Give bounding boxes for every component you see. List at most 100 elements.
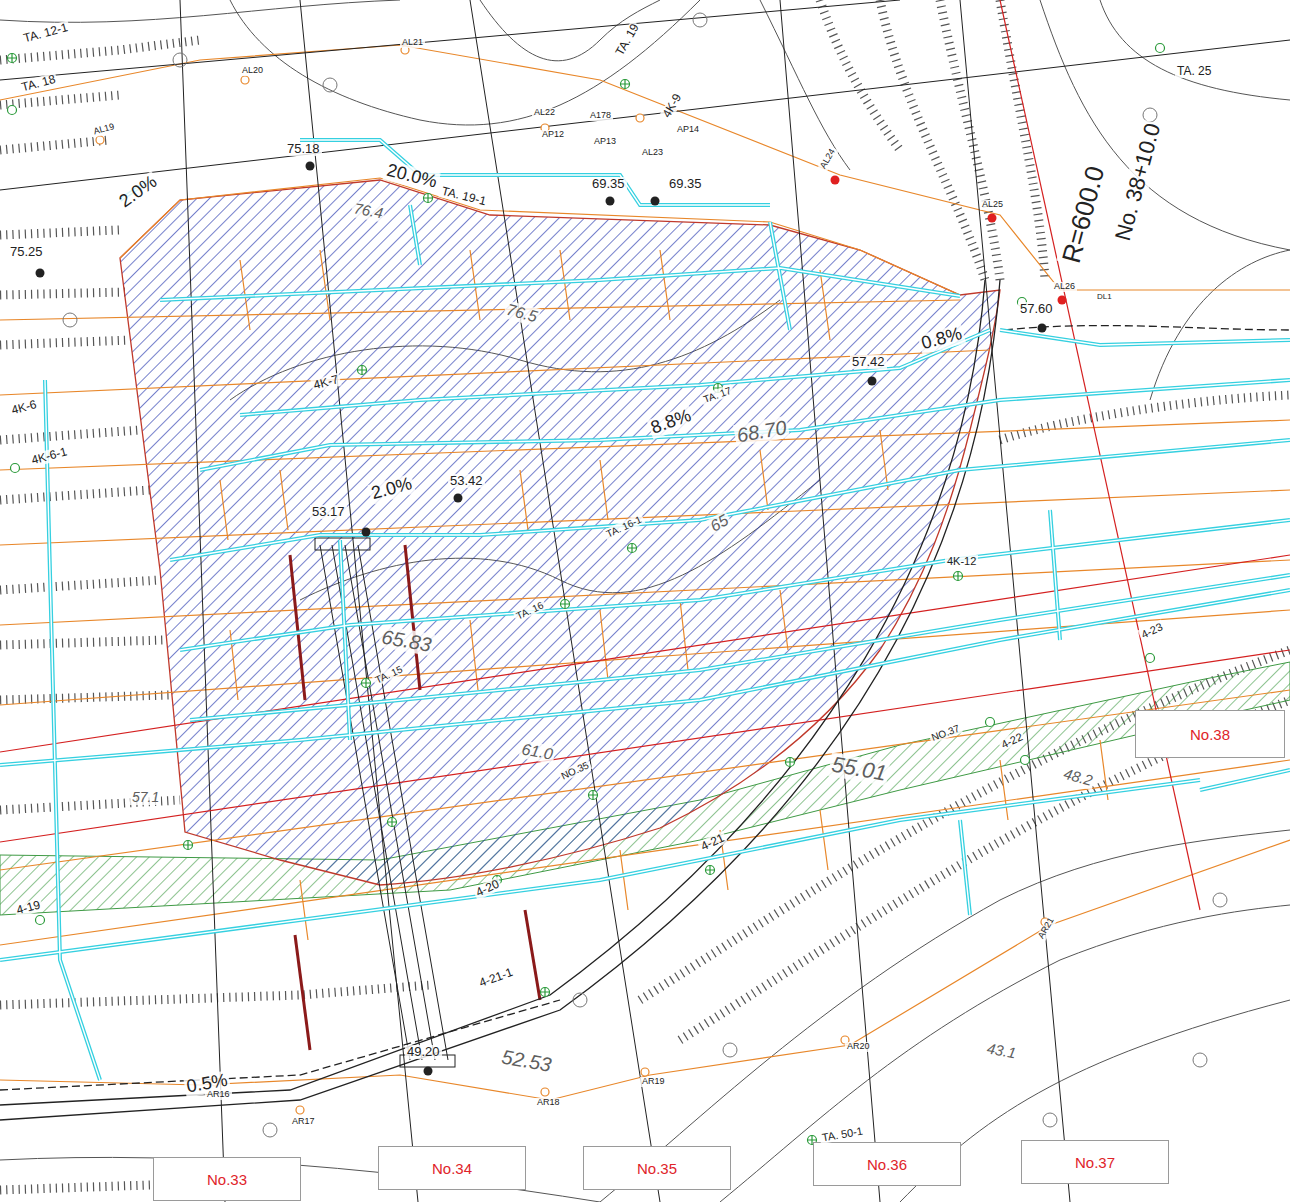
station-label: No.34	[432, 1160, 472, 1177]
plan-annotation: 4K-6	[8, 398, 40, 418]
red-points	[831, 176, 1067, 305]
red-line	[0, 650, 1290, 842]
road-curve	[0, 280, 1290, 1120]
survey-points	[96, 46, 1049, 1114]
survey-point	[96, 136, 104, 144]
survey-point	[241, 76, 249, 84]
plan-annotation: 4-21	[697, 831, 728, 855]
culvert-head	[315, 538, 370, 550]
plan-annotation: TA. 17	[700, 384, 735, 406]
station-box: No.35	[583, 1146, 731, 1190]
slope-hatch	[0, 985, 430, 1005]
plan-annotation: 4K-7	[310, 373, 342, 393]
elevation-point	[424, 1067, 433, 1076]
tree-symbol	[263, 1123, 277, 1137]
plan-annotation: 68.70	[733, 416, 790, 447]
plan-annotation: AL25	[980, 200, 1005, 210]
slope-hatch	[0, 430, 140, 440]
plan-annotation: AP13	[592, 137, 618, 147]
red-point	[831, 176, 840, 185]
plan-annotation: AL21	[400, 38, 425, 48]
plan-annotation: 52.53	[498, 1045, 555, 1076]
plan-annotation: 65.83	[378, 625, 435, 656]
plan-annotation: 75.18	[285, 142, 322, 156]
station-box: No.34	[378, 1146, 526, 1190]
plan-annotation: NO.35	[558, 759, 592, 783]
contour	[720, 905, 1290, 1202]
survey-point	[641, 1068, 649, 1076]
plan-annotation: TA. 25	[1175, 65, 1213, 78]
contour	[230, 0, 700, 125]
benchmark	[986, 718, 995, 727]
plan-annotation: 4K-9	[659, 90, 685, 122]
elevation-point	[362, 528, 371, 537]
plan-annotation: 43.1	[984, 1040, 1020, 1062]
plan-annotation: AL26	[1052, 282, 1077, 292]
plan-annotation: 49.20	[405, 1045, 442, 1059]
plan-annotation: AR17	[290, 1117, 317, 1127]
elevation-point	[868, 377, 877, 386]
red-lines	[0, 0, 1290, 910]
plan-annotation: 4-20	[472, 877, 503, 901]
elevation-point	[36, 269, 45, 278]
station-line	[960, 0, 1070, 1202]
plan-annotation: TA. 19	[612, 20, 643, 60]
survey-point	[541, 1088, 549, 1096]
elevation-points	[36, 162, 1047, 1076]
plan-annotation: TA. 16	[513, 599, 547, 623]
plan-annotation: 0.8%	[917, 324, 966, 355]
tree-symbol	[573, 993, 587, 1007]
plan-annotation: AL20	[240, 66, 265, 76]
tree-symbol	[693, 13, 707, 27]
tree-symbol	[723, 1043, 737, 1057]
station-line	[180, 0, 225, 1202]
berm-line	[0, 490, 1290, 545]
plan-annotation: 4K-12	[945, 555, 978, 567]
station-label: No.38	[1190, 726, 1230, 743]
plan-annotation: 75.25	[8, 245, 45, 259]
plan-annotation: AR19	[640, 1077, 667, 1087]
slope-hatch	[0, 292, 125, 295]
plan-annotation: 4K-6-1	[28, 445, 70, 468]
boundary-line	[0, 840, 1290, 1100]
berm-line	[0, 690, 1290, 870]
plan-annotation: 65	[706, 510, 734, 536]
tree-symbol	[323, 78, 337, 92]
elevation-point	[651, 197, 660, 206]
slope-hatch	[1000, 0, 1045, 280]
plan-annotation: AR18	[535, 1098, 562, 1108]
red-line	[0, 555, 1290, 752]
drain-channel-inner	[0, 140, 1290, 1080]
plan-annotation: AP14	[675, 125, 701, 135]
plan-annotation: 53.42	[448, 474, 485, 488]
contour	[760, 0, 850, 170]
orange-lines	[0, 45, 1290, 1100]
contour	[1100, 0, 1290, 100]
plan-annotation: 76.4	[351, 200, 387, 222]
benchmark-cross	[8, 54, 963, 1145]
tree-symbol	[173, 53, 187, 67]
slope-hatch	[0, 340, 130, 345]
station-label: No.36	[867, 1156, 907, 1173]
grid-line	[0, 0, 900, 80]
plan-annotation: TA. 12-1	[20, 21, 71, 46]
plan-annotation: AP12	[540, 130, 566, 140]
plan-annotation: AR20	[845, 1042, 872, 1052]
red-point	[1058, 296, 1067, 305]
station-line	[780, 0, 880, 1202]
road-edge	[0, 280, 1000, 1120]
drain-channel	[0, 140, 1290, 1080]
wall-line	[525, 910, 540, 1000]
survey-point	[296, 1106, 304, 1114]
map-symbols	[63, 13, 1227, 1137]
plan-annotation: 20.0%	[383, 160, 441, 193]
slope-hatch	[940, 0, 1000, 280]
station-label: No.33	[207, 1171, 247, 1188]
wall-line	[405, 545, 420, 690]
plan-annotation: TA. 19-1	[438, 184, 489, 209]
benchmark	[1156, 44, 1165, 53]
plan-annotation: 69.35	[667, 177, 704, 191]
plan-annotation: 4-21-1	[476, 965, 517, 991]
